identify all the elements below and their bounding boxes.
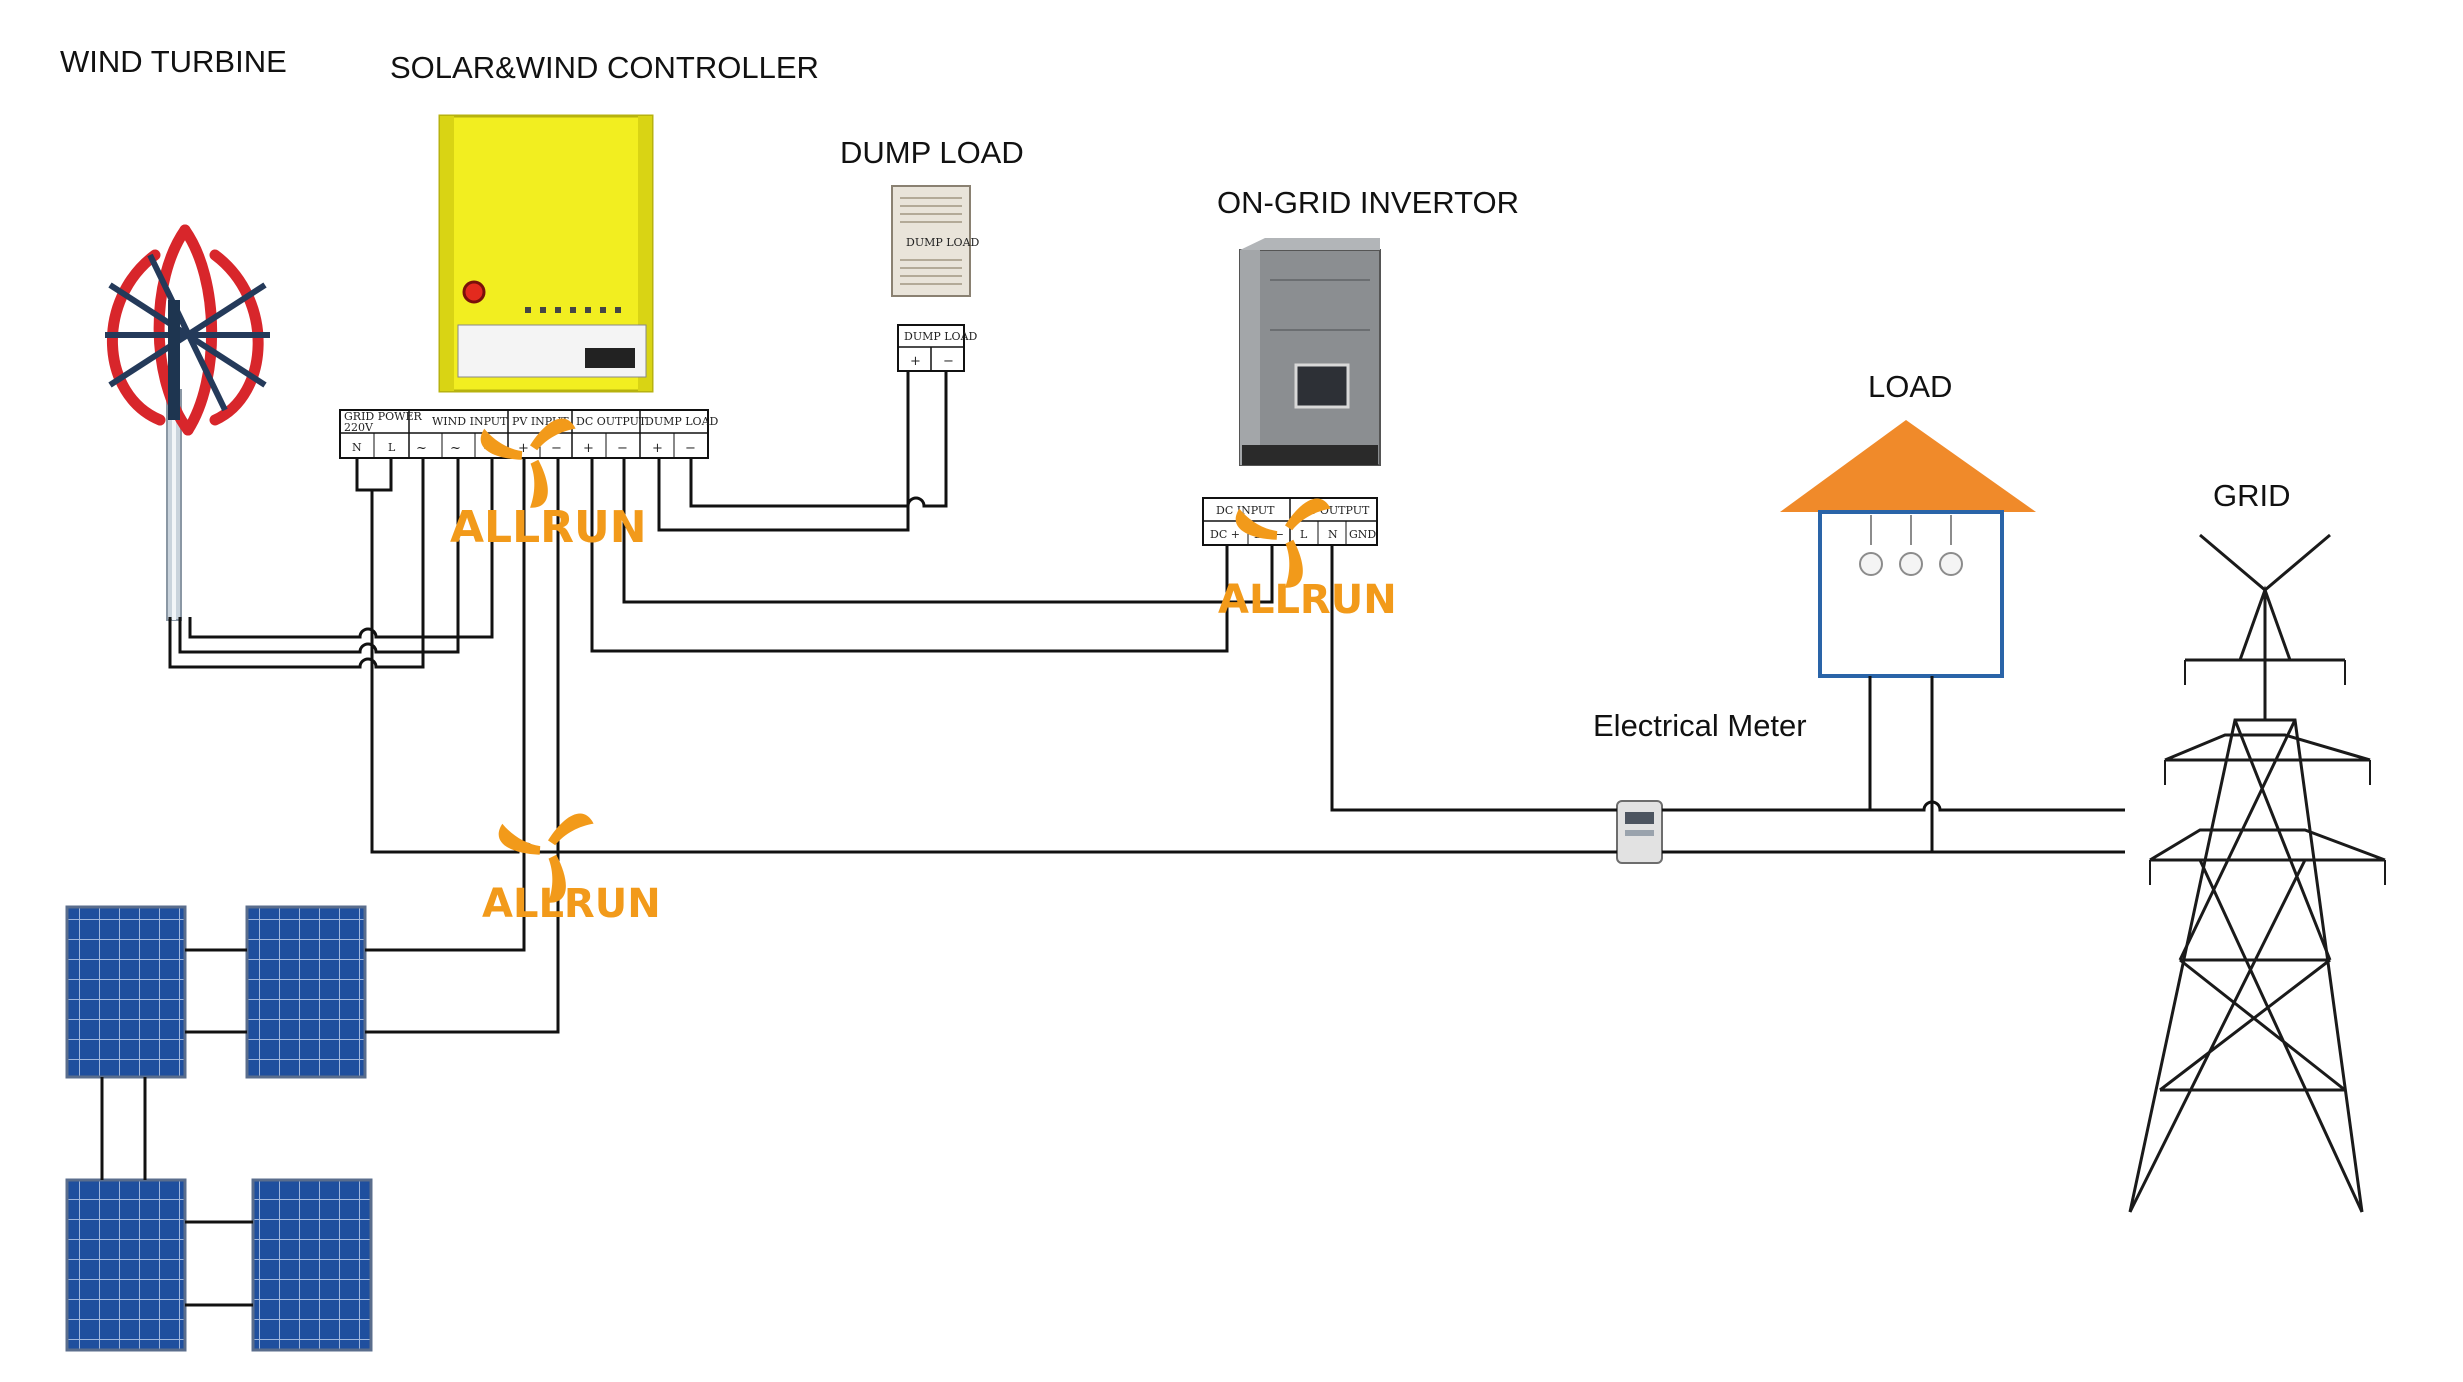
label-dump-load: DUMP LOAD <box>840 135 1024 170</box>
solar-panel-4 <box>251 1178 373 1352</box>
controller-unit <box>438 114 654 393</box>
solar-panel-3 <box>65 1178 187 1352</box>
label-controller: SOLAR&WIND CONTROLLER <box>390 50 819 85</box>
terminal-dc-plus: + <box>583 441 594 456</box>
dump-load-unit: DUMP LOAD <box>891 185 980 297</box>
brand-text: ALLRUN <box>1218 577 1397 623</box>
terminal-dump-minus: − <box>685 441 696 456</box>
terminal-l: L <box>388 441 396 454</box>
label-wind-turbine: WIND TURBINE <box>60 44 287 79</box>
terminal-dump-plus: + <box>652 441 663 456</box>
transmission-tower <box>2128 533 2386 1213</box>
inverter-l: L <box>1300 528 1308 541</box>
label-load: LOAD <box>1868 369 1952 404</box>
dump-load-device-text: DUMP LOAD <box>906 236 980 249</box>
terminal-grid-voltage: 220V <box>344 421 374 434</box>
terminal-dump-load: DUMP LOAD <box>645 415 719 428</box>
label-electrical-meter: Electrical Meter <box>1593 708 1807 743</box>
label-grid: GRID <box>2213 478 2291 513</box>
dump-load-terminal-strip: DUMP LOAD + − <box>897 324 978 372</box>
brand-logo: ALLRUN <box>482 812 661 927</box>
controller-terminal-strip: GRID POWER 220V WIND INPUT PV INPUT DC O… <box>339 409 719 459</box>
terminal-ac-2: ~ <box>450 441 461 456</box>
electrical-meter <box>1616 800 1663 864</box>
solar-panel-2 <box>245 905 367 1079</box>
inverter-dc-input: DC INPUT <box>1216 504 1275 517</box>
inverter-n: N <box>1328 528 1338 541</box>
inverter-gnd: GND <box>1349 528 1376 541</box>
terminal-pv-plus: + <box>518 441 529 456</box>
label-inverter: ON-GRID INVERTOR <box>1217 185 1519 220</box>
house-load <box>1780 420 2036 678</box>
inverter-dc-plus: DC + <box>1210 528 1240 541</box>
brand-logo: ALLRUN <box>450 417 647 553</box>
terminal-n: N <box>352 441 362 454</box>
terminal-dc-output: DC OUTPUT <box>576 415 647 428</box>
inverter-terminal-strip: DC INPUT AC OUTPUT DC + DC − L N GND <box>1202 497 1378 546</box>
inverter-unit <box>1239 238 1381 466</box>
brand-text: ALLRUN <box>482 881 661 927</box>
brand-logo: ALLRUN <box>1218 497 1397 623</box>
dump-load-terminal-title: DUMP LOAD <box>904 330 978 343</box>
dump-load-terminal-plus: + <box>910 354 921 369</box>
terminal-wind-input: WIND INPUT <box>432 415 508 428</box>
dump-load-terminal-minus: − <box>943 354 954 369</box>
terminal-ac-1: ~ <box>416 441 427 456</box>
terminal-grid-power: GRID POWER <box>344 410 422 423</box>
wind-turbine <box>105 224 270 621</box>
terminal-pv-minus: − <box>551 441 562 456</box>
solar-panel-1 <box>65 905 187 1079</box>
brand-text: ALLRUN <box>450 502 647 553</box>
lightbulb-icons <box>1859 515 1963 576</box>
terminal-dc-minus: − <box>617 441 628 456</box>
wiring <box>100 371 2125 1307</box>
